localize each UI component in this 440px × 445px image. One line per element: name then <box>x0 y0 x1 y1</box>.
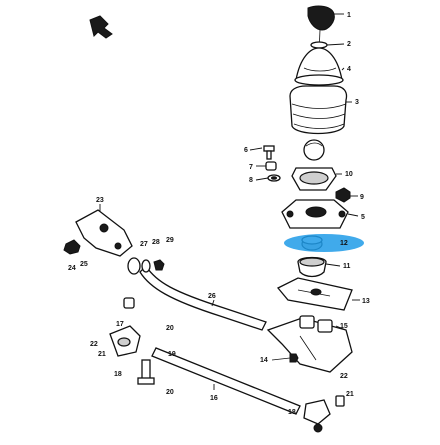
callout-5[interactable]: 5 <box>361 214 365 221</box>
callout-15[interactable]: 15 <box>340 323 348 330</box>
callout-8[interactable]: 8 <box>249 177 253 184</box>
shift-lever-ball[interactable] <box>303 139 325 161</box>
callout-20-lower[interactable]: 20 <box>166 389 174 396</box>
boot-retainer-ring[interactable] <box>310 41 328 49</box>
lower-shift-boot[interactable] <box>289 85 348 135</box>
callout-20-upper[interactable]: 20 <box>166 325 174 332</box>
lever-seat-ring[interactable] <box>297 256 327 278</box>
callout-21-right[interactable]: 21 <box>346 391 354 398</box>
callout-23[interactable]: 23 <box>96 197 104 204</box>
lever-housing[interactable] <box>281 199 349 229</box>
bolt-left[interactable] <box>263 145 275 160</box>
extension-rod[interactable] <box>151 347 301 415</box>
callout-25[interactable]: 25 <box>80 261 88 268</box>
callout-17[interactable]: 17 <box>116 321 124 328</box>
ball-seat-plate[interactable] <box>291 167 337 191</box>
shift-case[interactable] <box>266 315 353 373</box>
bracket-nut[interactable] <box>153 259 165 271</box>
callout-labels: 1 2 4 3 6 7 8 10 9 5 12 11 13 15 14 22 2… <box>68 12 370 416</box>
callout-26[interactable]: 26 <box>208 293 216 300</box>
guide-plate[interactable] <box>276 277 353 311</box>
callout-18-left[interactable]: 18 <box>114 371 122 378</box>
callout-29[interactable]: 29 <box>166 237 174 244</box>
housing-bolt[interactable] <box>335 187 351 203</box>
lower-joint-assembly[interactable] <box>109 325 141 357</box>
callout-9[interactable]: 9 <box>360 194 364 201</box>
bracket-bushing[interactable] <box>127 257 151 275</box>
callout-24[interactable]: 24 <box>68 265 76 272</box>
callout-3[interactable]: 3 <box>355 99 359 106</box>
rod-end-joint[interactable] <box>303 399 331 433</box>
callout-12[interactable]: 12 <box>340 240 348 247</box>
callout-10[interactable]: 10 <box>345 171 353 178</box>
rod-end-bolt[interactable] <box>335 395 345 407</box>
rod-bracket[interactable] <box>75 209 133 257</box>
callout-2[interactable]: 2 <box>347 41 351 48</box>
joint-pin[interactable] <box>137 359 155 385</box>
callout-4[interactable]: 4 <box>347 66 351 73</box>
leader-lines <box>99 13 360 390</box>
callout-22-right[interactable]: 22 <box>340 373 348 380</box>
rod-joint-upper[interactable] <box>123 297 135 309</box>
callout-7[interactable]: 7 <box>249 164 253 171</box>
bracket-bolt[interactable] <box>63 239 81 255</box>
callout-14[interactable]: 14 <box>260 357 268 364</box>
washer-small-left[interactable] <box>267 174 281 182</box>
callout-19[interactable]: 19 <box>168 351 176 358</box>
callout-13[interactable]: 13 <box>362 298 370 305</box>
callout-6[interactable]: 6 <box>244 147 248 154</box>
shift-control-rod[interactable] <box>139 264 267 331</box>
bushing-left[interactable] <box>265 161 277 171</box>
callout-16[interactable]: 16 <box>210 395 218 402</box>
front-arrow-icon <box>89 15 113 39</box>
callout-21-left[interactable]: 21 <box>98 351 106 358</box>
callout-22-left[interactable]: 22 <box>90 341 98 348</box>
shift-boot[interactable] <box>294 47 344 86</box>
callout-28[interactable]: 28 <box>152 239 160 246</box>
highlight-marker[interactable] <box>284 234 364 252</box>
shift-knob[interactable] <box>307 5 335 31</box>
callout-18-right[interactable]: 18 <box>288 409 296 416</box>
callout-11[interactable]: 11 <box>343 263 351 270</box>
callout-1[interactable]: 1 <box>347 12 351 19</box>
callout-27[interactable]: 27 <box>140 241 148 248</box>
case-bolt[interactable] <box>271 353 299 363</box>
